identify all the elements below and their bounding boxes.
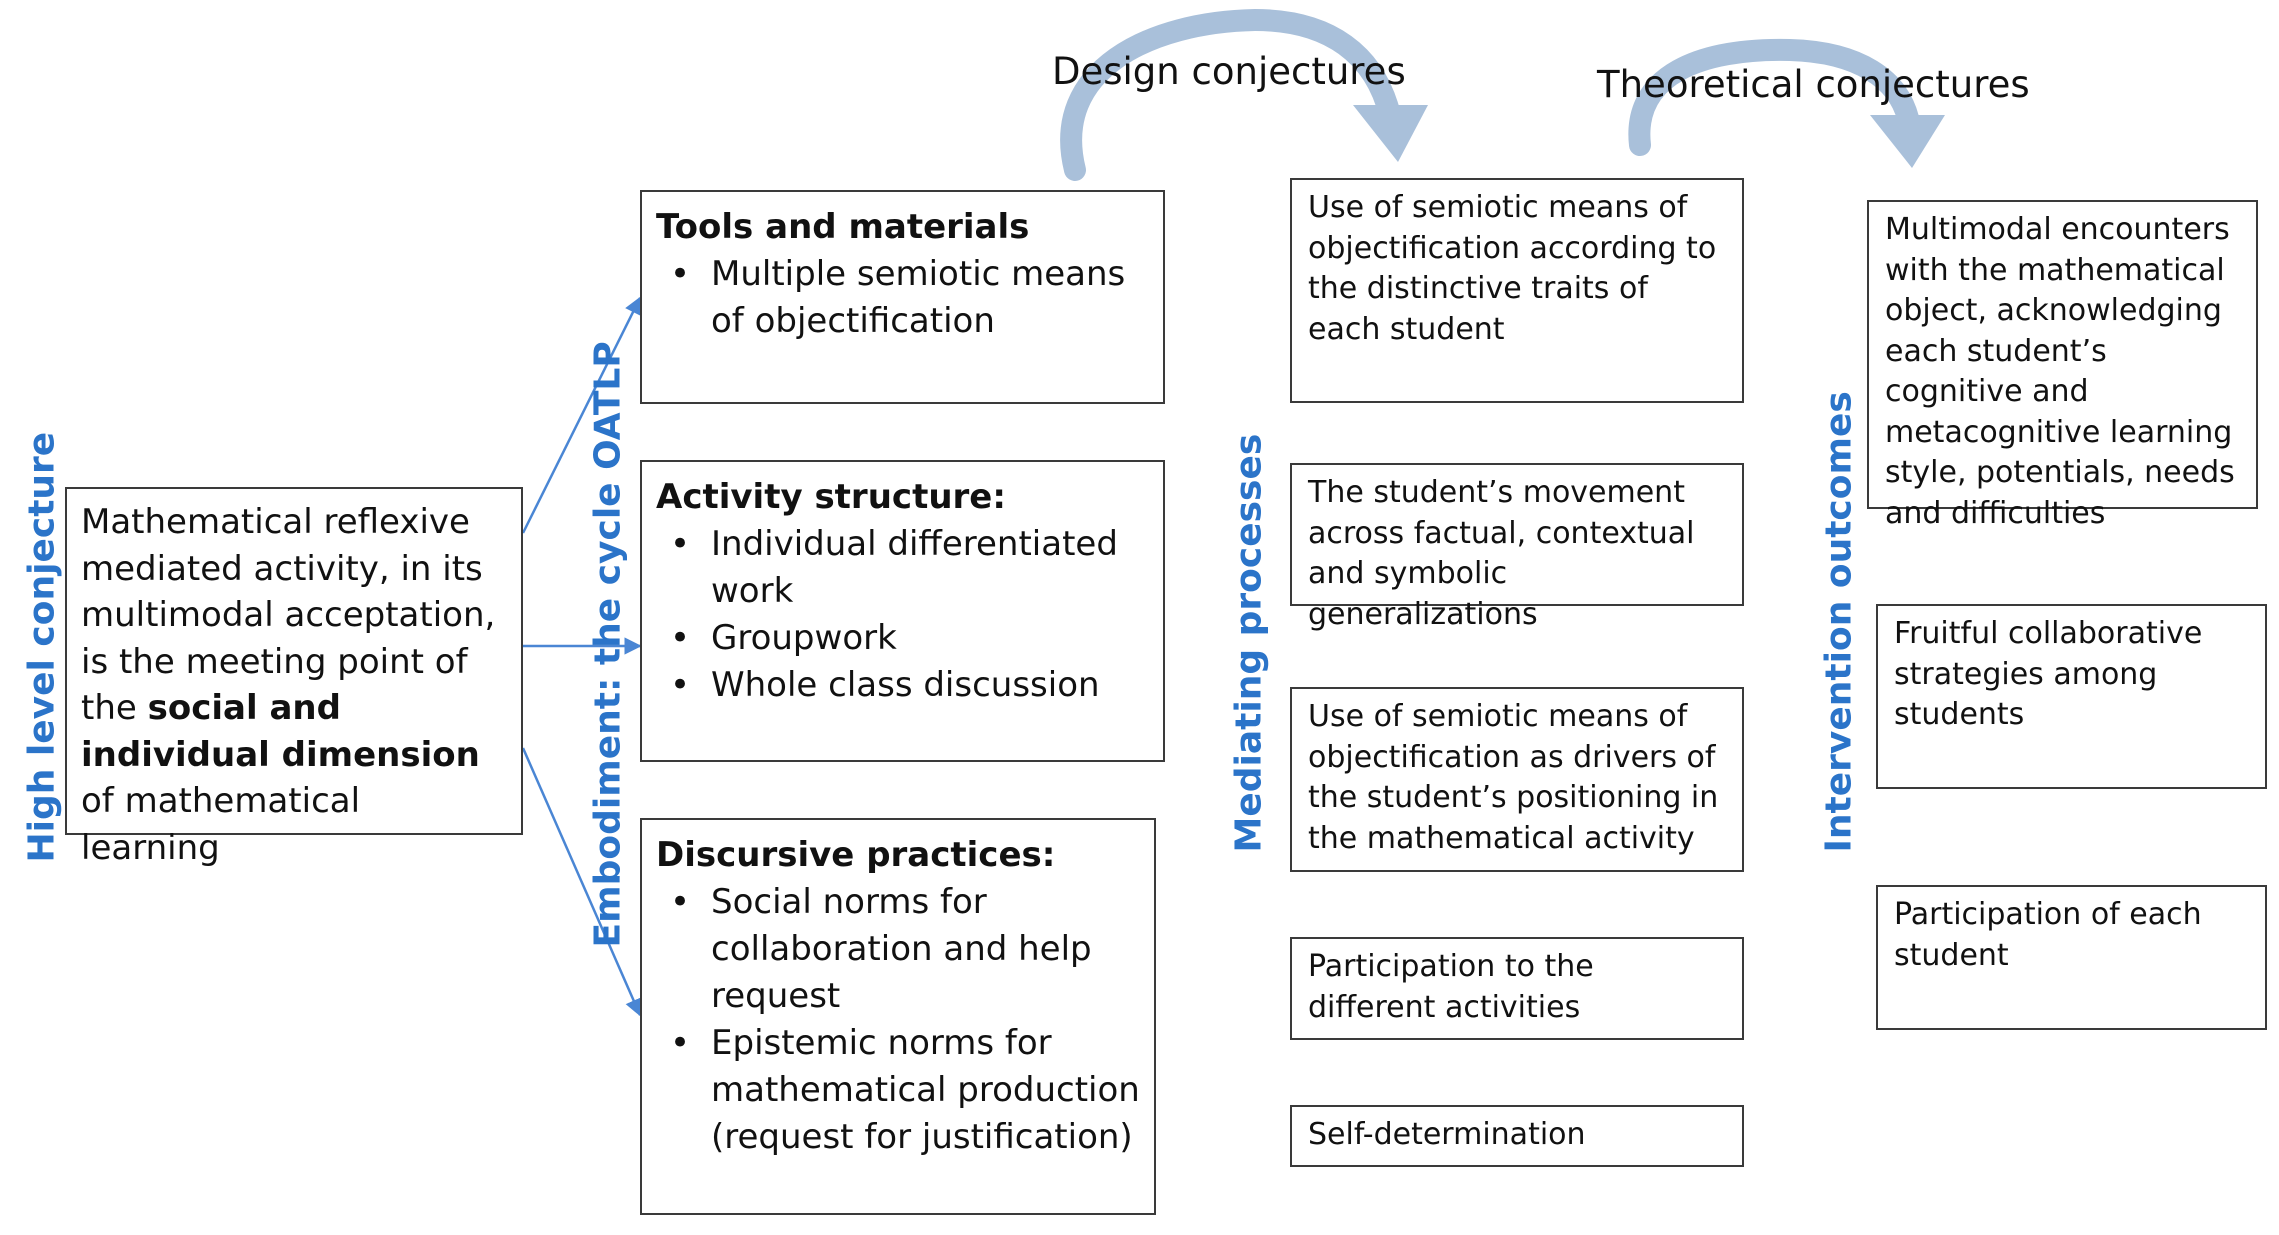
list-item: Individual differentiated work [656, 521, 1149, 615]
list-item: Social norms for collaboration and help … [656, 879, 1140, 1020]
high-level-text-part-2: of mathematical learning [81, 781, 361, 868]
theoretical-conjectures-label: Theoretical conjectures [1597, 63, 2030, 106]
tools-title: Tools and materials [656, 207, 1030, 247]
mediating-process-box: Self-determination [1290, 1105, 1744, 1167]
design-conjectures-arrow [1060, 8, 1428, 181]
mediating-processes-label: Mediating processes [1228, 433, 1270, 853]
tools-list: Multiple semiotic means of objectificati… [656, 251, 1149, 345]
intervention-outcome-box: Multimodal encounters with the mathemati… [1867, 200, 2258, 531]
high-level-conjecture-label: High level conjecture [21, 431, 63, 863]
mediating-process-box: Participation to the different activitie… [1290, 937, 1744, 1040]
intervention-outcome-box: Fruitful collaborative strategies among … [1876, 604, 2267, 789]
activity-list: Individual differentiated work Groupwork… [656, 521, 1149, 709]
embodiment-label: Embodiment: the cycle OATLP [587, 341, 629, 948]
high-level-text-part-1: Mathematical reflexive mediated activity… [81, 502, 496, 728]
mediating-process-box: Use of semiotic means of objectification… [1290, 687, 1744, 872]
discursive-practices-box: Discursive practices: Social norms for c… [640, 818, 1156, 1215]
list-item: Epistemic norms for mathematical product… [656, 1020, 1140, 1161]
activity-structure-box: Activity structure: Individual different… [640, 460, 1165, 762]
discursive-title: Discursive practices: [656, 835, 1056, 875]
high-level-conjecture-box: Mathematical reflexive mediated activity… [65, 487, 523, 868]
mediating-process-box: The student’s movement across factual, c… [1290, 463, 1744, 632]
connector-to-discursive [521, 747, 642, 1017]
theoretical-conjectures-arrow [1628, 38, 1945, 168]
high-level-text-bold: social and individual dimension [81, 688, 480, 775]
list-item: Whole class discussion [656, 662, 1149, 709]
intervention-outcomes-label: Intervention outcomes [1818, 391, 1860, 853]
activity-title: Activity structure: [656, 477, 1006, 517]
connector-to-tools [521, 296, 642, 534]
mediating-process-box: Use of semiotic means of objectification… [1290, 178, 1744, 403]
intervention-outcome-box: Participation of each student [1876, 885, 2267, 1030]
list-item: Multiple semiotic means of objectificati… [656, 251, 1149, 345]
tools-and-materials-box: Tools and materials Multiple semiotic me… [640, 190, 1165, 404]
design-conjectures-label: Design conjectures [1052, 50, 1406, 93]
discursive-list: Social norms for collaboration and help … [656, 879, 1140, 1161]
list-item: Groupwork [656, 615, 1149, 662]
